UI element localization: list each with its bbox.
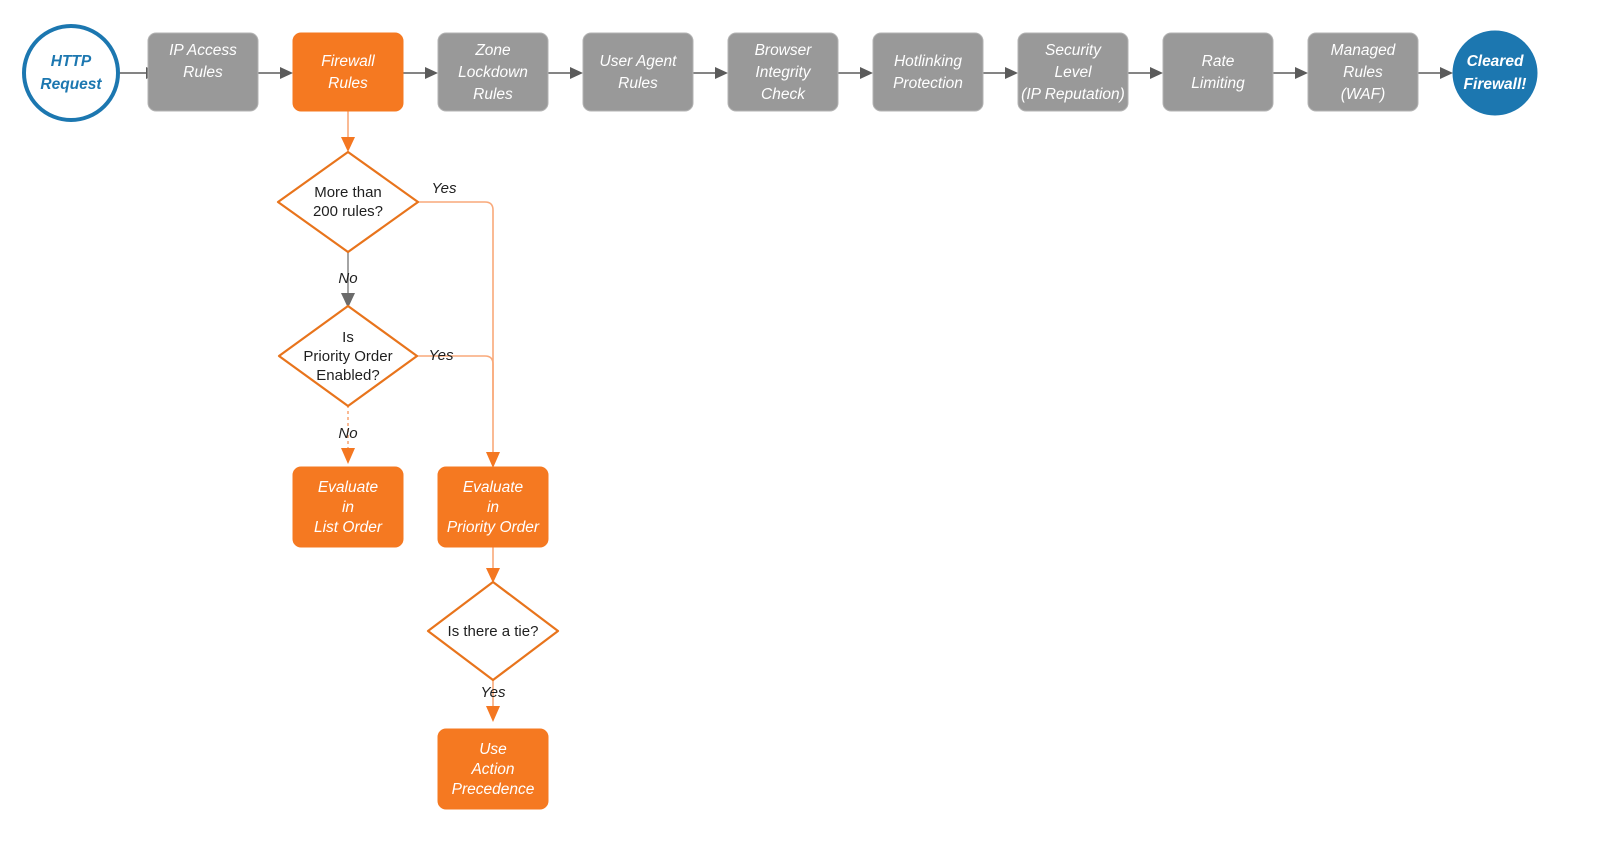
decision-priorityorder-line-1: Is <box>342 329 354 346</box>
edge-zone-lockdown-to-user-agent <box>548 67 583 79</box>
edge-user-agent-to-browser-integrity <box>693 67 728 79</box>
evaluate-list-order-line-3: List Order <box>314 519 383 536</box>
zone-lockdown-rules-line-2: Lockdown <box>458 64 528 81</box>
node-use-action-precedence[interactable]: Use Action Precedence <box>437 728 549 810</box>
evaluate-priority-order-line-1: Evaluate <box>463 479 524 496</box>
http-request-label-line2: Request <box>40 76 102 93</box>
node-firewall-rules[interactable]: Firewall Rules <box>292 32 404 112</box>
node-evaluate-list-order[interactable]: Evaluate in List Order <box>292 466 404 548</box>
edge-label-priorityorder-yes: Yes <box>428 347 454 364</box>
edge-ip-access-to-firewall <box>258 67 293 79</box>
node-zone-lockdown-rules[interactable]: Zone Lockdown Rules <box>437 32 549 112</box>
pipeline-connectors <box>120 67 1453 79</box>
ip-access-rules-line-2: Rules <box>183 64 223 81</box>
security-level-line-1: Security <box>1045 42 1102 59</box>
node-browser-integrity-check[interactable]: Browser Integrity Check <box>727 32 839 112</box>
http-request-label-line1: HTTP <box>51 53 92 70</box>
security-level-line-3: (IP Reputation) <box>1021 86 1125 103</box>
edge-security-level-to-rate-limiting <box>1128 67 1163 79</box>
node-decision-is-priority-order-enabled[interactable]: Is Priority Order Enabled? <box>277 304 419 408</box>
rate-limiting-line-1: Rate <box>1202 53 1235 70</box>
browser-integrity-check-line-2: Integrity <box>755 64 811 81</box>
user-agent-rules-line-1: User Agent <box>600 53 678 70</box>
decision-priorityorder-line-3: Enabled? <box>316 367 379 384</box>
browser-integrity-check-line-3: Check <box>761 86 806 103</box>
edge-label-200rules-no: No <box>338 270 357 287</box>
decision-200rules-line-2: 200 rules? <box>313 203 383 220</box>
node-decision-is-there-a-tie[interactable]: Is there a tie? <box>426 580 560 682</box>
hotlinking-protection-line-1: Hotlinking <box>894 53 962 70</box>
use-action-precedence-line-1: Use <box>479 741 507 758</box>
edge-label-priorityorder-no: No <box>338 425 357 442</box>
firewall-rules-line-1: Firewall <box>321 53 375 70</box>
edge-firewall-to-zone-lockdown <box>403 67 438 79</box>
edge-priorityorder-to-tie <box>486 547 500 583</box>
node-rate-limiting[interactable]: Rate Limiting <box>1162 32 1274 112</box>
decision-priorityorder-line-2: Priority Order <box>303 348 392 365</box>
node-decision-more-than-200-rules[interactable]: More than 200 rules? <box>276 150 420 254</box>
edge-200rules-no <box>341 250 355 308</box>
edge-hotlinking-to-security-level <box>983 67 1018 79</box>
edge-label-200rules-yes: Yes <box>431 180 457 197</box>
managed-rules-waf-line-1: Managed <box>1331 42 1397 59</box>
decision-200rules-line-1: More than <box>314 184 382 201</box>
firewall-rules-line-2: Rules <box>328 75 368 92</box>
managed-rules-waf-line-2: Rules <box>1343 64 1383 81</box>
edge-label-tie-yes: Yes <box>480 684 506 701</box>
security-level-line-2: Level <box>1054 64 1092 81</box>
node-http-request[interactable]: HTTP Request <box>22 24 120 122</box>
evaluate-priority-order-line-3: Priority Order <box>447 519 540 536</box>
node-security-level[interactable]: Security Level (IP Reputation) <box>1017 32 1129 112</box>
node-managed-rules-waf[interactable]: Managed Rules (WAF) <box>1307 32 1419 112</box>
branch-connectors <box>341 110 500 722</box>
edge-priorityorder-no <box>341 405 355 464</box>
node-cleared-firewall[interactable]: Cleared Firewall! <box>1452 30 1538 116</box>
edge-browser-integrity-to-hotlinking <box>838 67 873 79</box>
decision-tie-line-1: Is there a tie? <box>448 623 539 640</box>
edge-200rules-yes <box>418 201 500 468</box>
user-agent-rules-line-2: Rules <box>618 75 658 92</box>
zone-lockdown-rules-line-3: Rules <box>473 86 513 103</box>
rate-limiting-line-2: Limiting <box>1191 75 1245 92</box>
use-action-precedence-line-2: Action <box>470 761 514 778</box>
cleared-firewall-label-line1: Cleared <box>1467 53 1524 70</box>
node-user-agent-rules[interactable]: User Agent Rules <box>582 32 694 112</box>
hotlinking-protection-line-2: Protection <box>893 75 963 92</box>
node-evaluate-priority-order[interactable]: Evaluate in Priority Order <box>437 466 549 548</box>
browser-integrity-check-line-1: Browser <box>755 42 813 59</box>
edge-tie-yes <box>486 679 500 722</box>
edge-firewall-to-decision-200rules <box>341 110 355 152</box>
evaluate-priority-order-line-2: in <box>487 499 499 516</box>
edge-priorityorder-yes <box>417 355 494 400</box>
managed-rules-waf-line-3: (WAF) <box>1341 86 1385 103</box>
node-ip-access-rules[interactable]: IP Access Rules <box>147 32 259 112</box>
edge-managed-rules-to-cleared <box>1418 67 1453 79</box>
edge-rate-limiting-to-managed-rules <box>1273 67 1308 79</box>
cleared-firewall-label-line2: Firewall! <box>1464 76 1527 93</box>
evaluate-list-order-line-1: Evaluate <box>318 479 379 496</box>
evaluate-list-order-line-2: in <box>342 499 354 516</box>
use-action-precedence-line-3: Precedence <box>452 781 535 798</box>
node-hotlinking-protection[interactable]: Hotlinking Protection <box>872 32 984 112</box>
ip-access-rules-line-1: IP Access <box>169 42 237 59</box>
zone-lockdown-rules-line-1: Zone <box>474 42 511 59</box>
